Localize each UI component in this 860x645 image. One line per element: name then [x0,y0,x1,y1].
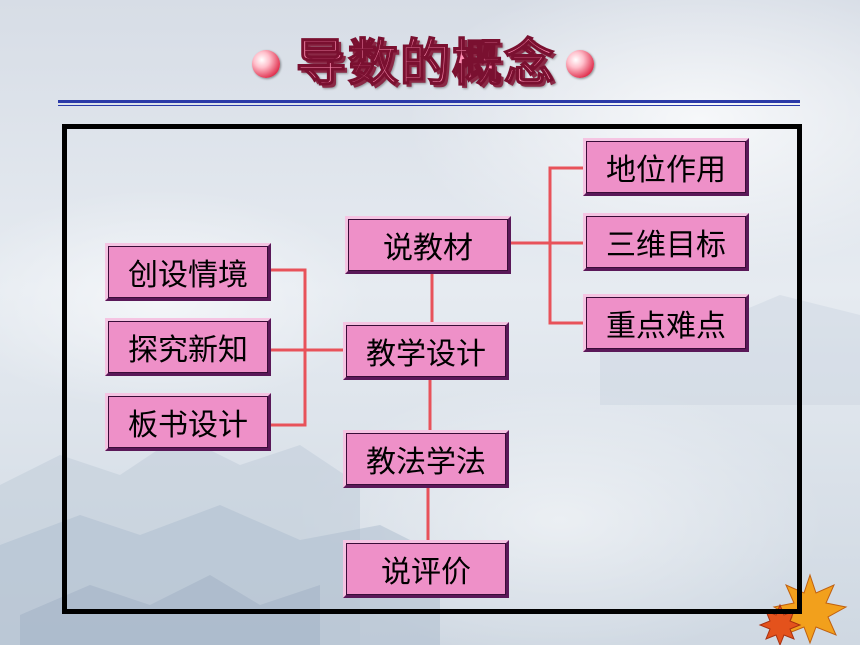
node-right2: 三维目标 [583,213,749,271]
node-center: 教学设计 [343,322,509,380]
title-area: 导数的概念 [0,28,860,98]
node-top: 说教材 [345,216,511,274]
node-left1: 创设情境 [105,243,271,301]
page-title: 导数的概念 [295,33,556,93]
title-rule [58,100,800,103]
node-bottom2: 说评价 [343,540,509,598]
node-left2: 探究新知 [105,318,271,376]
node-bottom1: 教法学法 [343,430,509,488]
node-right1: 地位作用 [583,138,749,196]
title-rule-thin [58,105,800,106]
bullet-ball-icon [252,50,280,78]
diagram-frame [62,124,802,614]
node-right3: 重点难点 [583,294,749,352]
maple-leaf-icon [758,573,848,645]
node-left3: 板书设计 [105,393,271,451]
bullet-ball-icon [566,50,594,78]
